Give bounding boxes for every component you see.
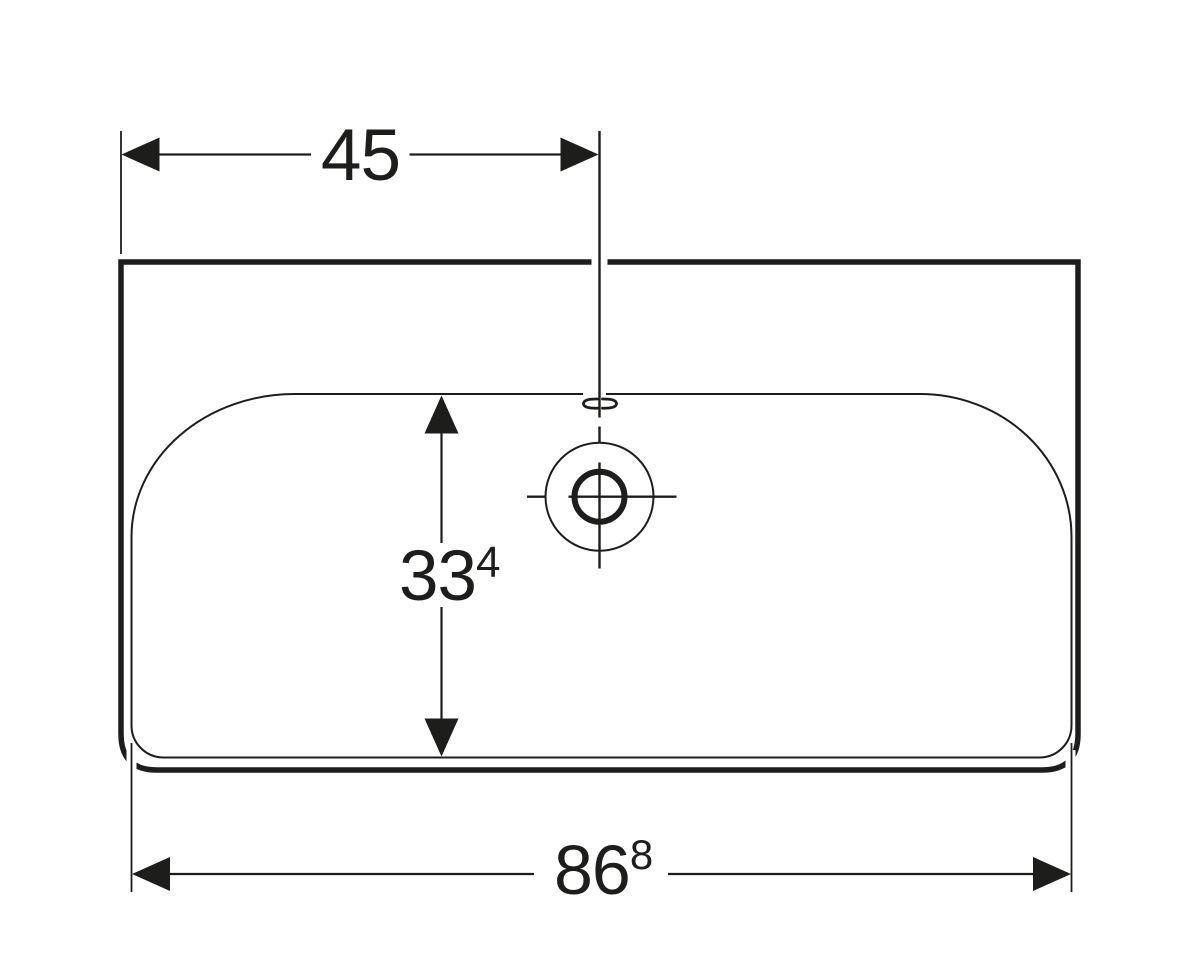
outer-shell-outline	[118, 259, 1081, 773]
overflow-slot-left-arc	[582, 397, 599, 410]
inner-rim-outline	[130, 393, 1073, 759]
break-bottom-right-extension	[1065, 750, 1076, 769]
dimension-label-basin-depth: 334	[399, 537, 500, 616]
overflow-slot-right-arc	[601, 397, 618, 410]
dimension-tap-offset: 45	[120, 115, 599, 254]
dimension-label-overall-width: 868	[554, 831, 653, 909]
dimension-label-tap-offset: 45	[321, 115, 400, 196]
overflow-slot	[582, 397, 618, 410]
arrowhead-down-icon	[424, 718, 459, 757]
arrowhead-right-icon	[560, 137, 599, 172]
arrowhead-left-icon	[132, 857, 170, 891]
dimension-overall-width: 868	[130, 743, 1073, 909]
tap-hole	[527, 441, 677, 552]
washbasin-body	[118, 259, 1081, 773]
dimension-basin-depth: 334	[399, 395, 500, 757]
arrowhead-up-icon	[424, 395, 459, 434]
arrowhead-right-icon	[1033, 857, 1071, 891]
arrowhead-left-icon	[121, 137, 160, 172]
